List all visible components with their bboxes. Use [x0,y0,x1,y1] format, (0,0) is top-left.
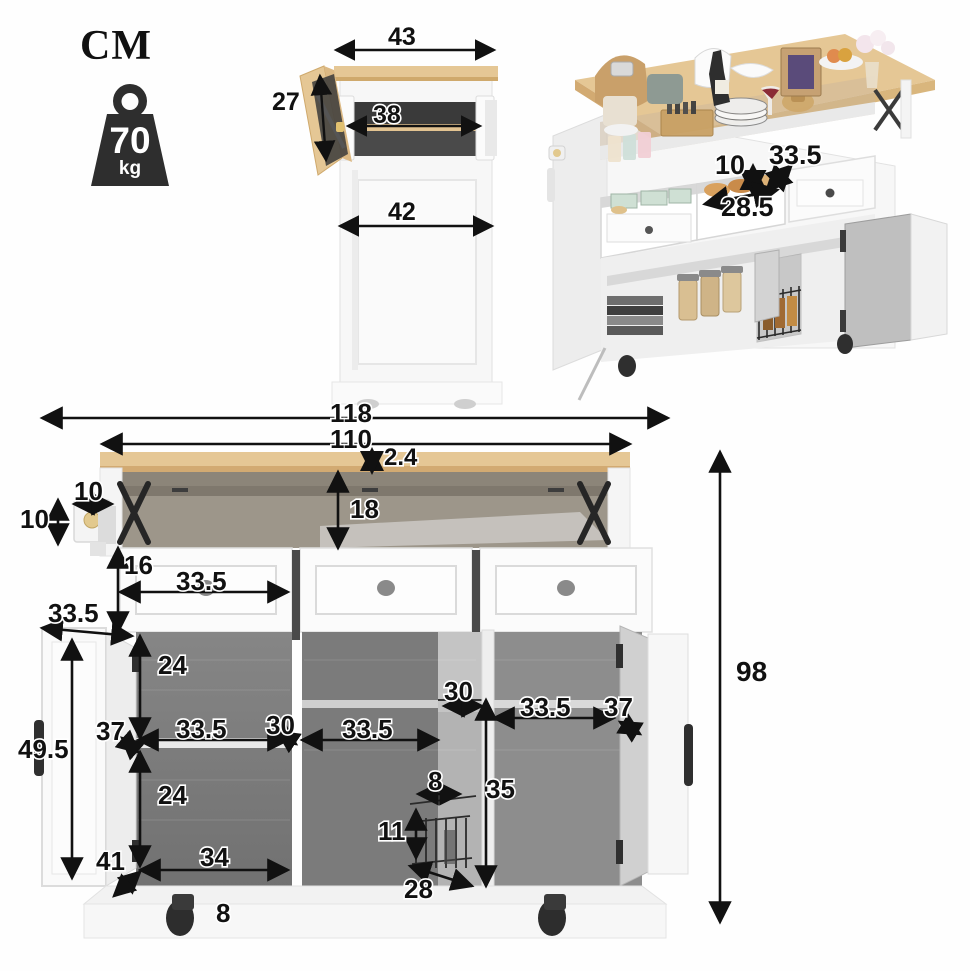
dim-label-caster-height: 8 [214,898,232,928]
front-casters [166,894,566,936]
dim-label-divider-gap: 30 [442,676,474,706]
front-x-brace-left [117,481,151,545]
dim-label-shelf-thickness-left: 37 [94,716,126,746]
dim-label-side-body-width: 42 [386,198,417,226]
photo-door-outer [910,213,948,341]
front-shelf-center [302,700,478,708]
front-divider-2 [472,550,480,640]
photo-door-inner [844,213,912,349]
side-drawer-rail [346,124,486,131]
dim-label-shelf-height: 18 [348,494,380,524]
dim-label-side-top-width: 43 [386,23,417,51]
dim-label-right-shelf-thickness: 37 [602,692,634,722]
front-door-right-inner [619,625,649,887]
photo-drawer-right [788,155,876,223]
dim-label-photo-drawer-width: 28.5 [719,192,775,222]
dim-label-divider-width: 30 [264,710,296,740]
dim-label-overall-height: 98 [736,656,768,687]
dim-label-basket-width: 8 [426,766,444,796]
front-shelf-right [490,700,642,708]
dim-label-side-drawer-width: 38 [371,101,402,129]
dim-label-center-height: 35 [484,774,516,804]
dim-label-shelf-depth-left: 33.5 [174,714,228,744]
front-base-top [82,885,668,905]
dim-label-photo-drawer-height: 10 [713,150,746,180]
dim-label-center-shelf-width: 33.5 [340,714,394,744]
dim-label-top-thickness: 2.4 [382,444,419,471]
product-photo-illustration: 10 33.5 28.5 [545,18,960,401]
weight-icon [91,84,169,186]
dim-label-upper-compartment-left: 24 [156,650,188,680]
dim-label-door-width-left: 33.5 [46,598,100,628]
dim-label-drawer-width-left: 33.5 [174,566,228,596]
dim-label-hook-width: 10 [72,476,104,506]
dim-label-top-width: 110 [328,424,373,454]
weight-capacity-badge: 70 kg [80,80,180,190]
photo-jars [677,266,743,321]
dim-label-lower-width-left: 34 [198,842,230,872]
side-wood-top [334,66,498,79]
front-door-right-panel [647,633,689,875]
dim-label-right-shelf-width: 33.5 [518,692,572,722]
photo-books [607,296,663,335]
weight-unit: kg [118,158,142,179]
front-x-brace-right [577,481,611,545]
front-view-illustration: 118 110 2.4 18 10 10 16 33.5 33.5 49.5 2… [16,398,960,960]
unit-label: CM [80,23,152,69]
photo-door-left-inner [754,249,780,323]
front-inner-divider [481,629,495,887]
dim-label-hook-height: 10 [18,504,50,534]
dim-label-drawer-height: 16 [122,550,154,580]
side-door-panel [357,179,477,365]
dim-label-basket-height: 11 [376,816,407,846]
photo-drawer-left [600,183,698,259]
photo-x-brace [873,88,905,132]
photo-countertop-items [595,30,895,136]
front-right-post [607,467,631,557]
front-door-left-handle [34,720,44,776]
dim-label-basket-depth: 28 [402,874,434,904]
photo-towel-bar [547,145,566,202]
photo-open-door [840,213,948,349]
side-drawer-cavity [348,102,483,124]
photo-casters [618,334,853,377]
dim-label-overall-width: 118 [328,398,373,428]
side-plinth [331,381,503,405]
dim-label-side-drop-leaf: 27 [270,88,301,116]
front-door-right-handle [684,724,693,786]
dim-label-photo-drawer-depth: 33.5 [767,140,823,170]
photo-lower-shelf [607,232,875,286]
side-view-illustration: 43 38 42 27 [270,23,520,409]
front-door-right-open [616,625,693,887]
front-divider-1 [292,550,300,640]
dim-label-lower-compartment-left: 24 [156,780,188,810]
dim-label-door-height-left: 49.5 [16,734,70,764]
weight-value: 70 [109,120,151,161]
dim-label-bottom-offset-left: 41 [94,846,126,876]
